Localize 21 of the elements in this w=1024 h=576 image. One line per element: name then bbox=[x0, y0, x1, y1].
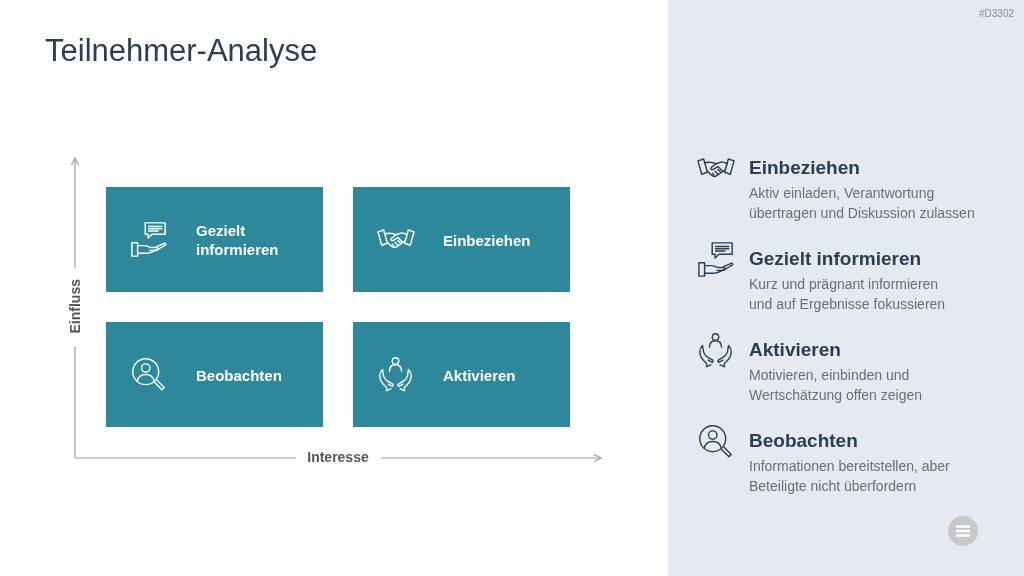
quadrant-label: Beobachten bbox=[196, 365, 282, 384]
axis-label: Einfluss bbox=[67, 279, 83, 334]
item-heading: Einbeziehen bbox=[749, 156, 860, 180]
item-description: Motivieren, einbinden und Wertschätzung offen zeigen bbox=[749, 366, 924, 405]
item-heading: Aktivieren bbox=[749, 338, 841, 362]
quadrant-label: Gezielt informieren bbox=[196, 220, 280, 259]
quadrant-box bbox=[353, 322, 570, 427]
quadrant-label: Einbeziehen bbox=[443, 230, 531, 249]
side-panel bbox=[668, 0, 1024, 576]
item-description: Aktiv einladen, Verantwortung übertragen und Diskussion zulassen bbox=[749, 184, 976, 223]
item-description: Kurz und prägnant informieren und auf Ergebnisse fokussieren bbox=[749, 275, 947, 314]
quadrant-label: Aktivieren bbox=[443, 365, 516, 384]
axis-label: Interesse bbox=[306, 449, 370, 465]
quadrant-box bbox=[106, 322, 323, 427]
quadrant-box bbox=[106, 187, 323, 292]
slide-title: Teilnehmer-Analyse bbox=[45, 33, 318, 69]
item-heading: Beobachten bbox=[749, 429, 858, 453]
quadrant-box bbox=[353, 187, 570, 292]
item-heading: Gezielt informieren bbox=[749, 247, 922, 271]
item-description: Informationen bereitstellen, aber Beteiligte nicht überfordern bbox=[749, 457, 951, 496]
reference-code: #D3302 bbox=[978, 8, 1014, 20]
